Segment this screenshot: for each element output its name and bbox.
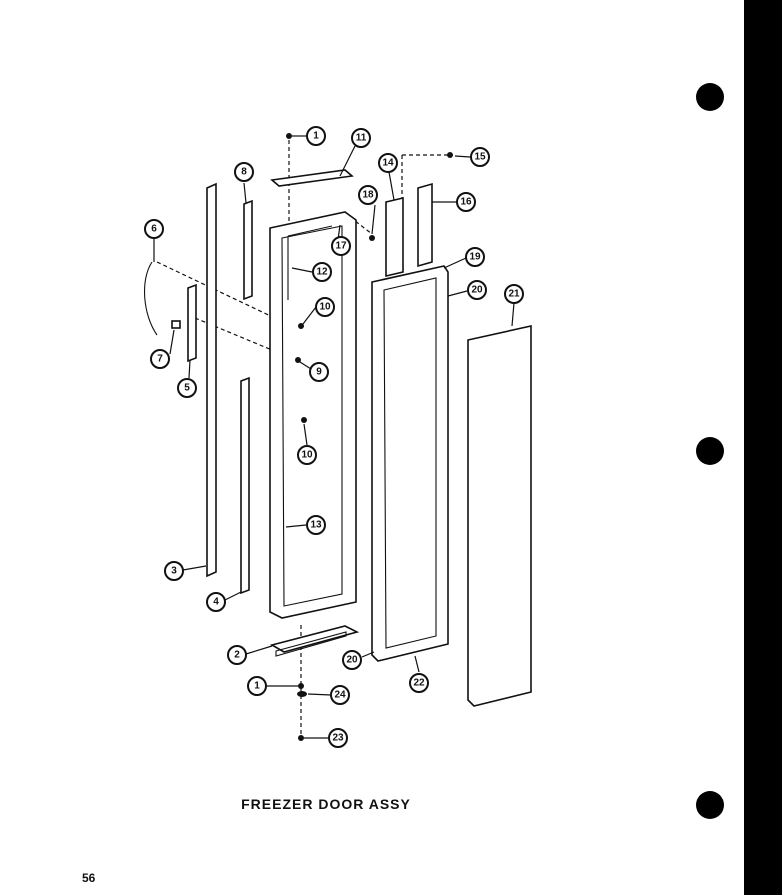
callout-19: 19 [465, 247, 485, 267]
svg-text:12: 12 [316, 267, 328, 278]
svg-text:23: 23 [332, 733, 344, 744]
screw-dot [369, 235, 375, 241]
spacer-dot [297, 691, 307, 697]
svg-text:18: 18 [362, 190, 374, 201]
svg-text:22: 22 [413, 678, 425, 689]
svg-text:19: 19 [469, 252, 481, 263]
svg-text:7: 7 [157, 354, 163, 365]
callout-21: 21 [504, 284, 524, 304]
page-number: 56 [82, 871, 96, 885]
svg-text:11: 11 [356, 133, 367, 144]
svg-text:16: 16 [460, 197, 472, 208]
lower-trim-strip [240, 376, 250, 595]
svg-text:3: 3 [171, 566, 177, 577]
handle-clip [171, 320, 181, 329]
axis-line [349, 216, 373, 235]
svg-text:20: 20 [471, 285, 483, 296]
upper-trim-strip [243, 199, 253, 301]
svg-text:10: 10 [319, 302, 331, 313]
callout-2: 2 [227, 645, 247, 665]
punch-hole [696, 437, 724, 465]
svg-text:24: 24 [334, 690, 346, 701]
svg-text:2: 2 [234, 650, 240, 661]
callout-1b: 1 [247, 676, 267, 696]
diagram-title: FREEZER DOOR ASSY [241, 796, 411, 812]
callout-17: 17 [331, 236, 351, 256]
punch-hole [696, 83, 724, 111]
gasket-inner [383, 277, 437, 649]
callout-13: 13 [306, 515, 326, 535]
door-frame-inner [281, 225, 343, 607]
handle-mount [187, 283, 197, 363]
callout-24: 24 [330, 685, 350, 705]
svg-text:8: 8 [241, 167, 247, 178]
screw-dot [301, 417, 307, 423]
svg-text:1: 1 [254, 681, 260, 692]
svg-text:14: 14 [382, 158, 394, 169]
door-handle [143, 261, 158, 336]
callout-12: 12 [312, 262, 332, 282]
callout-10b: 10 [297, 445, 317, 465]
svg-text:6: 6 [151, 224, 157, 235]
binding-edge [744, 0, 782, 895]
screw-dot [298, 735, 304, 741]
screw-dot [295, 357, 301, 363]
frame-corner-trim [287, 225, 333, 300]
leader-lines [153, 135, 515, 739]
callout-7: 7 [150, 349, 170, 369]
callout-23: 23 [328, 728, 348, 748]
svg-text:10: 10 [301, 450, 313, 461]
svg-text:13: 13 [310, 520, 322, 531]
svg-text:21: 21 [508, 289, 520, 300]
svg-text:17: 17 [335, 241, 347, 252]
callout-4: 4 [206, 592, 226, 612]
bottom-bracket-lip [275, 631, 347, 657]
callout-8b: 6 [144, 219, 164, 239]
callout-20b: 20 [342, 650, 362, 670]
callout-11: 11 [351, 128, 371, 148]
svg-text:1: 1 [313, 131, 319, 142]
door-frame [269, 211, 357, 619]
callout-9: 9 [309, 362, 329, 382]
callout-18: 18 [358, 185, 378, 205]
top-bracket [270, 169, 354, 187]
callout-16: 16 [456, 192, 476, 212]
screw-dot [298, 323, 304, 329]
svg-text:4: 4 [213, 597, 219, 608]
callout-8a: 8 [234, 162, 254, 182]
svg-text:5: 5 [184, 383, 190, 394]
svg-text:20: 20 [346, 655, 358, 666]
liner-panel [467, 325, 532, 707]
hinge-strip [206, 182, 217, 578]
screw-dot [286, 133, 292, 139]
callout-1a: 1 [306, 126, 326, 146]
strip-14 [385, 196, 404, 278]
callout-22: 22 [409, 673, 429, 693]
screw-dot [447, 152, 453, 158]
callout-10a: 10 [315, 297, 335, 317]
screw-dot [298, 683, 304, 689]
callout-5: 5 [177, 378, 197, 398]
svg-text:15: 15 [474, 152, 486, 163]
axis-line [156, 261, 301, 331]
svg-text:9: 9 [316, 367, 322, 378]
callout-14: 14 [378, 153, 398, 173]
callout-3: 3 [164, 561, 184, 581]
callout-20a: 20 [467, 280, 487, 300]
gasket-frame [371, 265, 449, 662]
punch-hole [696, 791, 724, 819]
strip-16 [417, 182, 433, 268]
callout-15: 15 [470, 147, 490, 167]
